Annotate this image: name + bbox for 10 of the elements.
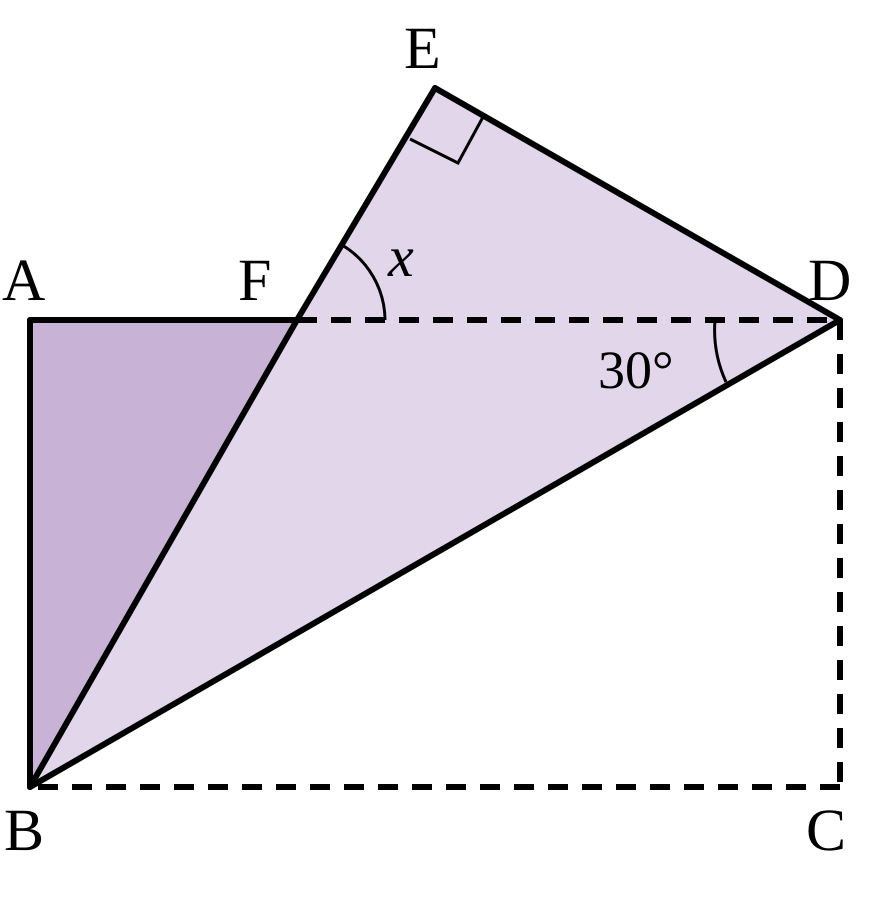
angle-label: x: [388, 228, 414, 286]
line-segment: [432, 85, 843, 323]
vertex-label: B: [4, 800, 44, 860]
vertex-label: D: [808, 250, 852, 310]
vertex-label: A: [2, 250, 46, 310]
vertex-label: C: [806, 800, 846, 860]
angle-label: 30°: [598, 343, 674, 397]
vertex-label: E: [404, 18, 441, 78]
vertex-label: F: [238, 250, 272, 310]
line-segment: [27, 317, 843, 790]
